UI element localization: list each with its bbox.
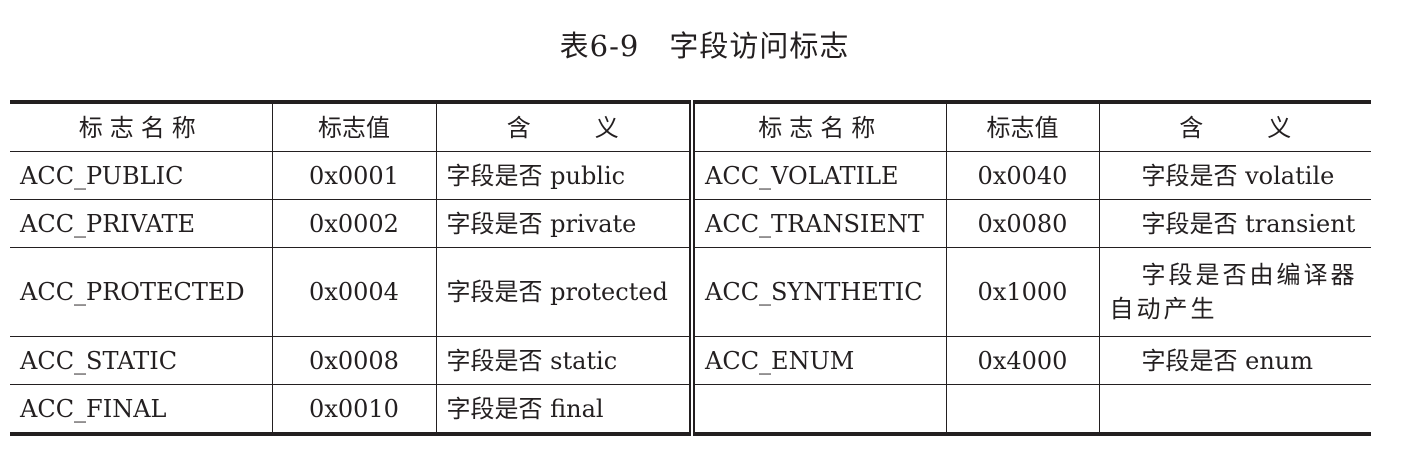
flag-value: 0x1000 [945,247,1100,337]
table-number: 表6-9 [559,29,640,63]
flag-meaning: 字段是否 volatile [1098,151,1371,200]
flag-value: 0x0001 [271,151,437,200]
table-caption: 表6-9 字段访问标志 [0,26,1409,66]
table-row: ACC_FINAL 0x0010 字段是否 final [10,384,1371,435]
flag-meaning: 字段是否 transient [1098,199,1371,248]
flag-value: 0x0010 [271,384,437,435]
header-flag-name-right: 标志名称 [689,101,947,152]
header-flag-name-left: 标志名称 [10,101,273,152]
flag-name: ACC_PROTECTED [10,247,273,337]
table-row: ACC_PRIVATE 0x0002 字段是否 private ACC_TRAN… [10,199,1371,248]
flag-name: ACC_PRIVATE [10,199,273,248]
flag-name: ACC_VOLATILE [689,151,947,200]
flag-value [945,384,1100,435]
table-row: ACC_PUBLIC 0x0001 字段是否 public ACC_VOLATI… [10,151,1371,200]
flag-value: 0x0004 [271,247,437,337]
flag-meaning: 字段是否由编译器自动产生 [1098,247,1371,337]
flag-meaning: 字段是否 public [435,151,693,200]
flag-name: ACC_TRANSIENT [689,199,947,248]
table-title: 字段访问标志 [669,29,850,63]
header-flag-value-left: 标志值 [271,101,437,152]
flag-value: 0x0040 [945,151,1100,200]
flag-meaning: 字段是否 private [435,199,693,248]
flag-name: ACC_ENUM [689,336,947,385]
table-row: ACC_PROTECTED 0x0004 字段是否 protected ACC_… [10,247,1371,337]
flag-meaning [1098,384,1371,435]
flag-value: 0x4000 [945,336,1100,385]
flag-meaning: 字段是否 final [435,384,693,435]
header-row: 标志名称 标志值 含义 标志名称 标志值 含义 [10,101,1371,152]
flag-name: ACC_PUBLIC [10,151,273,200]
flag-name [689,384,947,435]
field-access-flags-table: 标志名称 标志值 含义 标志名称 标志值 含义 ACC_PUBLIC 0x000… [10,100,1371,436]
flag-name: ACC_FINAL [10,384,273,435]
flag-value: 0x0002 [271,199,437,248]
flag-value: 0x0008 [271,336,437,385]
table-row: ACC_STATIC 0x0008 字段是否 static ACC_ENUM 0… [10,336,1371,385]
header-flag-value-right: 标志值 [945,101,1100,152]
flag-name: ACC_SYNTHETIC [689,247,947,337]
flag-meaning: 字段是否 protected [435,247,693,337]
header-meaning-left: 含义 [435,101,693,152]
flag-name: ACC_STATIC [10,336,273,385]
flag-meaning: 字段是否 enum [1098,336,1371,385]
flag-value: 0x0080 [945,199,1100,248]
header-meaning-right: 含义 [1098,101,1371,152]
flag-meaning: 字段是否 static [435,336,693,385]
